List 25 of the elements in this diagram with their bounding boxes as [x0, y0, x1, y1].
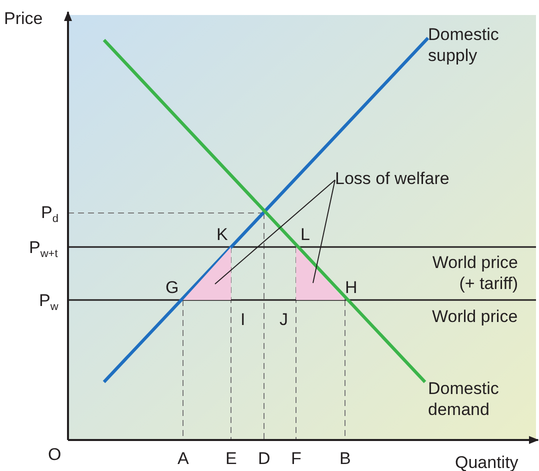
quantity-label: F	[291, 448, 302, 469]
point-label: G	[166, 277, 179, 298]
point-label: L	[300, 224, 310, 245]
price-label: P$_{d}$	[41, 202, 58, 227]
axis-title: Price	[4, 8, 43, 29]
point-label: J	[280, 309, 288, 330]
callout-text: Loss of welfare	[335, 168, 450, 189]
price-label: P$_{w}$	[39, 290, 58, 315]
leader-line	[312, 180, 336, 284]
origin-label: O	[48, 444, 62, 465]
line-label: World price	[432, 306, 518, 327]
point-label: I	[240, 309, 246, 330]
line-label: World price (+ tariff)	[431, 252, 518, 294]
quantity-label: E	[226, 448, 237, 469]
point-label: H	[345, 277, 358, 298]
point-label: K	[216, 224, 228, 245]
leader-line	[214, 180, 336, 284]
welfare-loss-triangle	[183, 247, 231, 300]
curve-label: Domestic supply	[428, 24, 500, 66]
curve-label: Domestic demand	[428, 378, 500, 420]
quantity-label: B	[340, 448, 351, 469]
price-label: P$_{w+t}$	[29, 237, 58, 262]
quantity-label: D	[258, 448, 270, 469]
quantity-label: A	[178, 448, 189, 469]
welfare-loss-triangle	[296, 247, 345, 300]
